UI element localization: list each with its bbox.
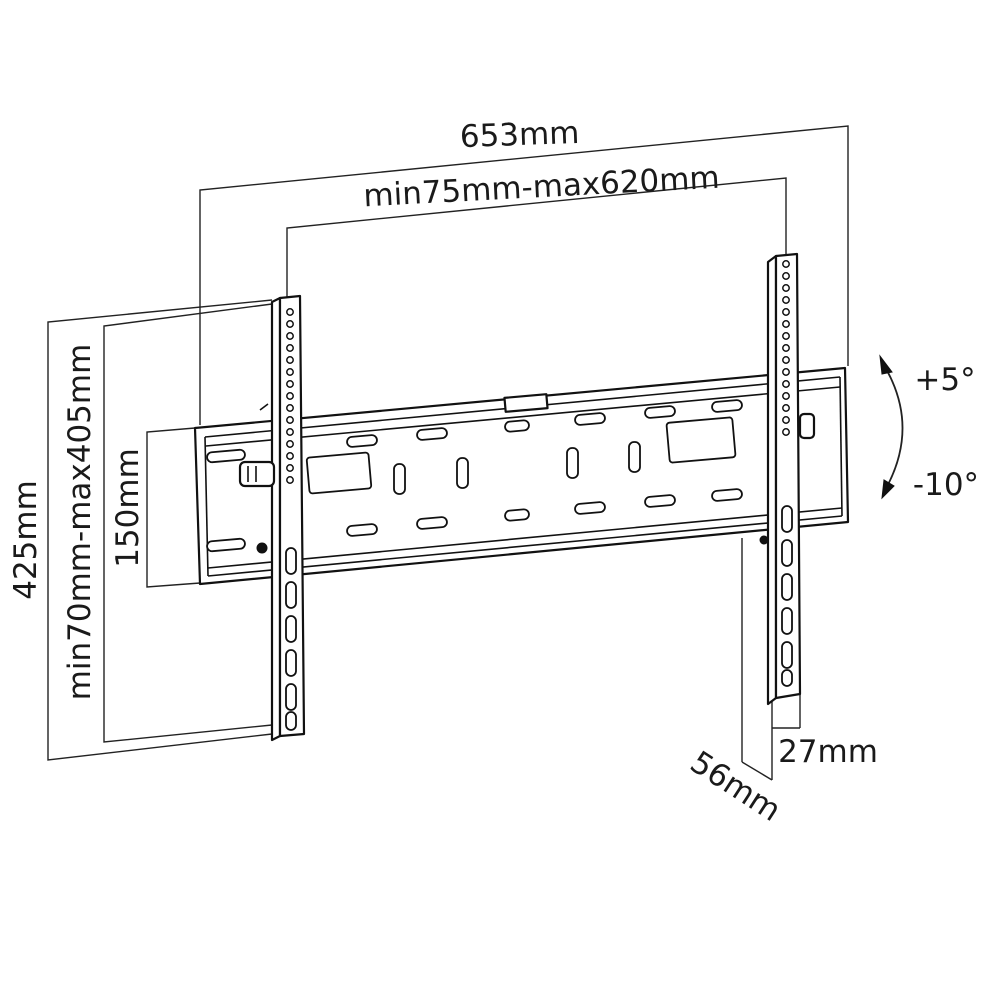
cutout-right bbox=[665, 416, 737, 464]
screw-left bbox=[256, 542, 268, 554]
dimension-plate-height bbox=[146, 427, 201, 588]
dimension-depth-arm bbox=[771, 690, 801, 780]
left-arm-holes bbox=[286, 308, 294, 484]
lower-slot-row bbox=[206, 488, 743, 553]
dimension-overall-height bbox=[47, 299, 273, 761]
cutout-left bbox=[305, 451, 373, 495]
screw-right bbox=[759, 535, 769, 545]
right-arm-slots bbox=[781, 505, 793, 687]
label-tilt-down: -10° bbox=[913, 467, 979, 503]
upper-slot-row bbox=[206, 399, 743, 464]
label-overall-height: 425mm bbox=[8, 480, 44, 600]
right-arm-holes bbox=[782, 260, 790, 436]
wall-plate bbox=[193, 366, 850, 586]
locking-knob-left bbox=[238, 460, 276, 488]
label-hole-spacing-height: min70mm-max405mm bbox=[62, 344, 98, 701]
center-clip bbox=[503, 393, 549, 413]
label-plate-height: 150mm bbox=[110, 448, 146, 568]
left-vertical-arm bbox=[238, 294, 306, 742]
arrow-down-icon bbox=[881, 479, 895, 500]
label-hole-spacing-width: min75mm-max620mm bbox=[362, 160, 720, 215]
arrow-up-icon bbox=[879, 354, 893, 375]
dimension-hole-spacing-height bbox=[103, 303, 273, 743]
dimension-hole-spacing-width bbox=[286, 177, 787, 300]
right-vertical-arm bbox=[759, 252, 816, 706]
left-arm-slots bbox=[285, 547, 297, 731]
label-depth-arm: 27mm bbox=[778, 734, 878, 770]
tilt-arc bbox=[879, 354, 904, 500]
label-overall-width: 653mm bbox=[459, 115, 580, 155]
locking-knob-right bbox=[798, 412, 816, 440]
label-tilt-up: +5° bbox=[914, 362, 975, 398]
dimension-depth-wall bbox=[741, 538, 773, 781]
